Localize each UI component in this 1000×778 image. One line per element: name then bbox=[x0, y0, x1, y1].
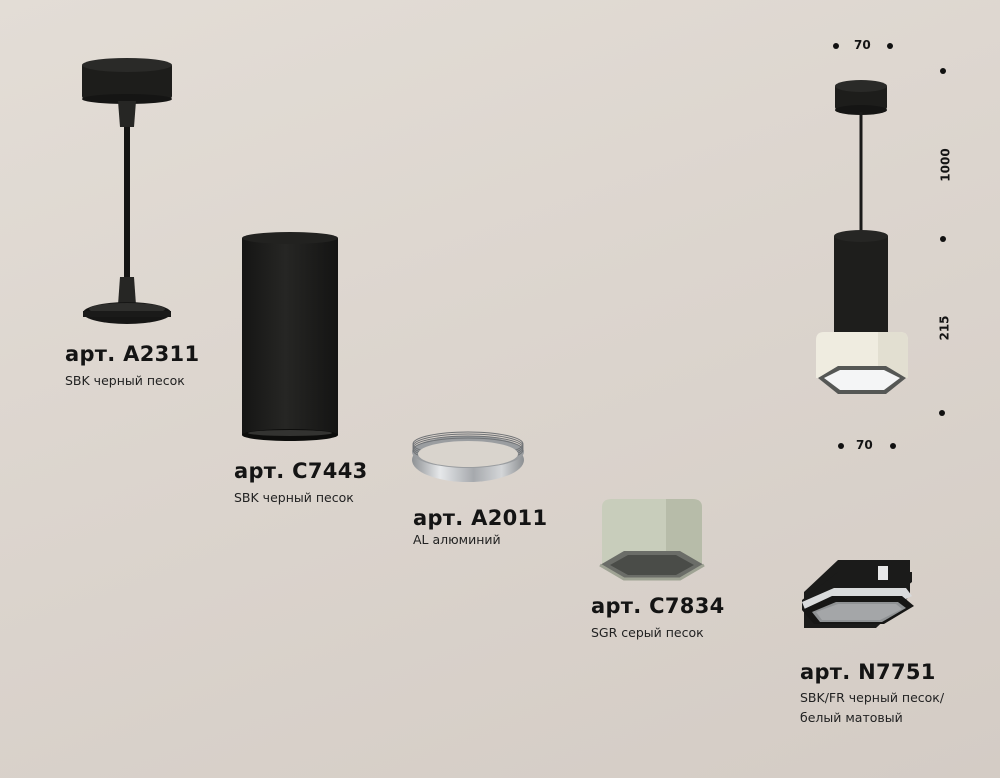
product-description-c7443: SBK черный песок bbox=[234, 490, 354, 505]
dimension-dot bbox=[939, 410, 945, 416]
dimension-dot bbox=[940, 236, 946, 242]
square-shade-image bbox=[599, 499, 705, 581]
product-description-a2311: SBK черный песок bbox=[65, 373, 185, 388]
product-article-a2311: арт. A2311 bbox=[65, 342, 200, 366]
dimension-dot bbox=[833, 43, 839, 49]
dimension-cord-length: 1000 bbox=[938, 148, 953, 182]
dimension-dot bbox=[890, 443, 896, 449]
product-description-n7751-line1: SBK/FR черный песок/ bbox=[800, 690, 945, 705]
suspension-mount-image bbox=[82, 58, 172, 324]
dimension-dot bbox=[940, 68, 946, 74]
product-article-n7751: арт. N7751 bbox=[800, 660, 936, 684]
dimension-dot bbox=[838, 443, 844, 449]
assembled-pendant-image bbox=[816, 80, 908, 394]
product-article-a2011: арт. A2011 bbox=[413, 506, 548, 530]
dimension-dot bbox=[887, 43, 893, 49]
cylinder-body-image bbox=[242, 232, 338, 441]
product-description-c7834: SGR серый песок bbox=[591, 625, 704, 640]
dimension-top-width: 70 bbox=[854, 38, 871, 52]
dimension-body-height: 215 bbox=[937, 315, 952, 341]
product-description-n7751-line2: белый матовый bbox=[800, 710, 903, 725]
product-article-c7834: арт. C7834 bbox=[591, 594, 725, 618]
ring-image bbox=[412, 431, 524, 482]
product-article-c7443: арт. C7443 bbox=[234, 459, 368, 483]
dimension-bottom-width: 70 bbox=[856, 438, 873, 452]
product-description-a2011: AL алюминий bbox=[413, 532, 501, 547]
square-lens-image bbox=[802, 560, 914, 628]
